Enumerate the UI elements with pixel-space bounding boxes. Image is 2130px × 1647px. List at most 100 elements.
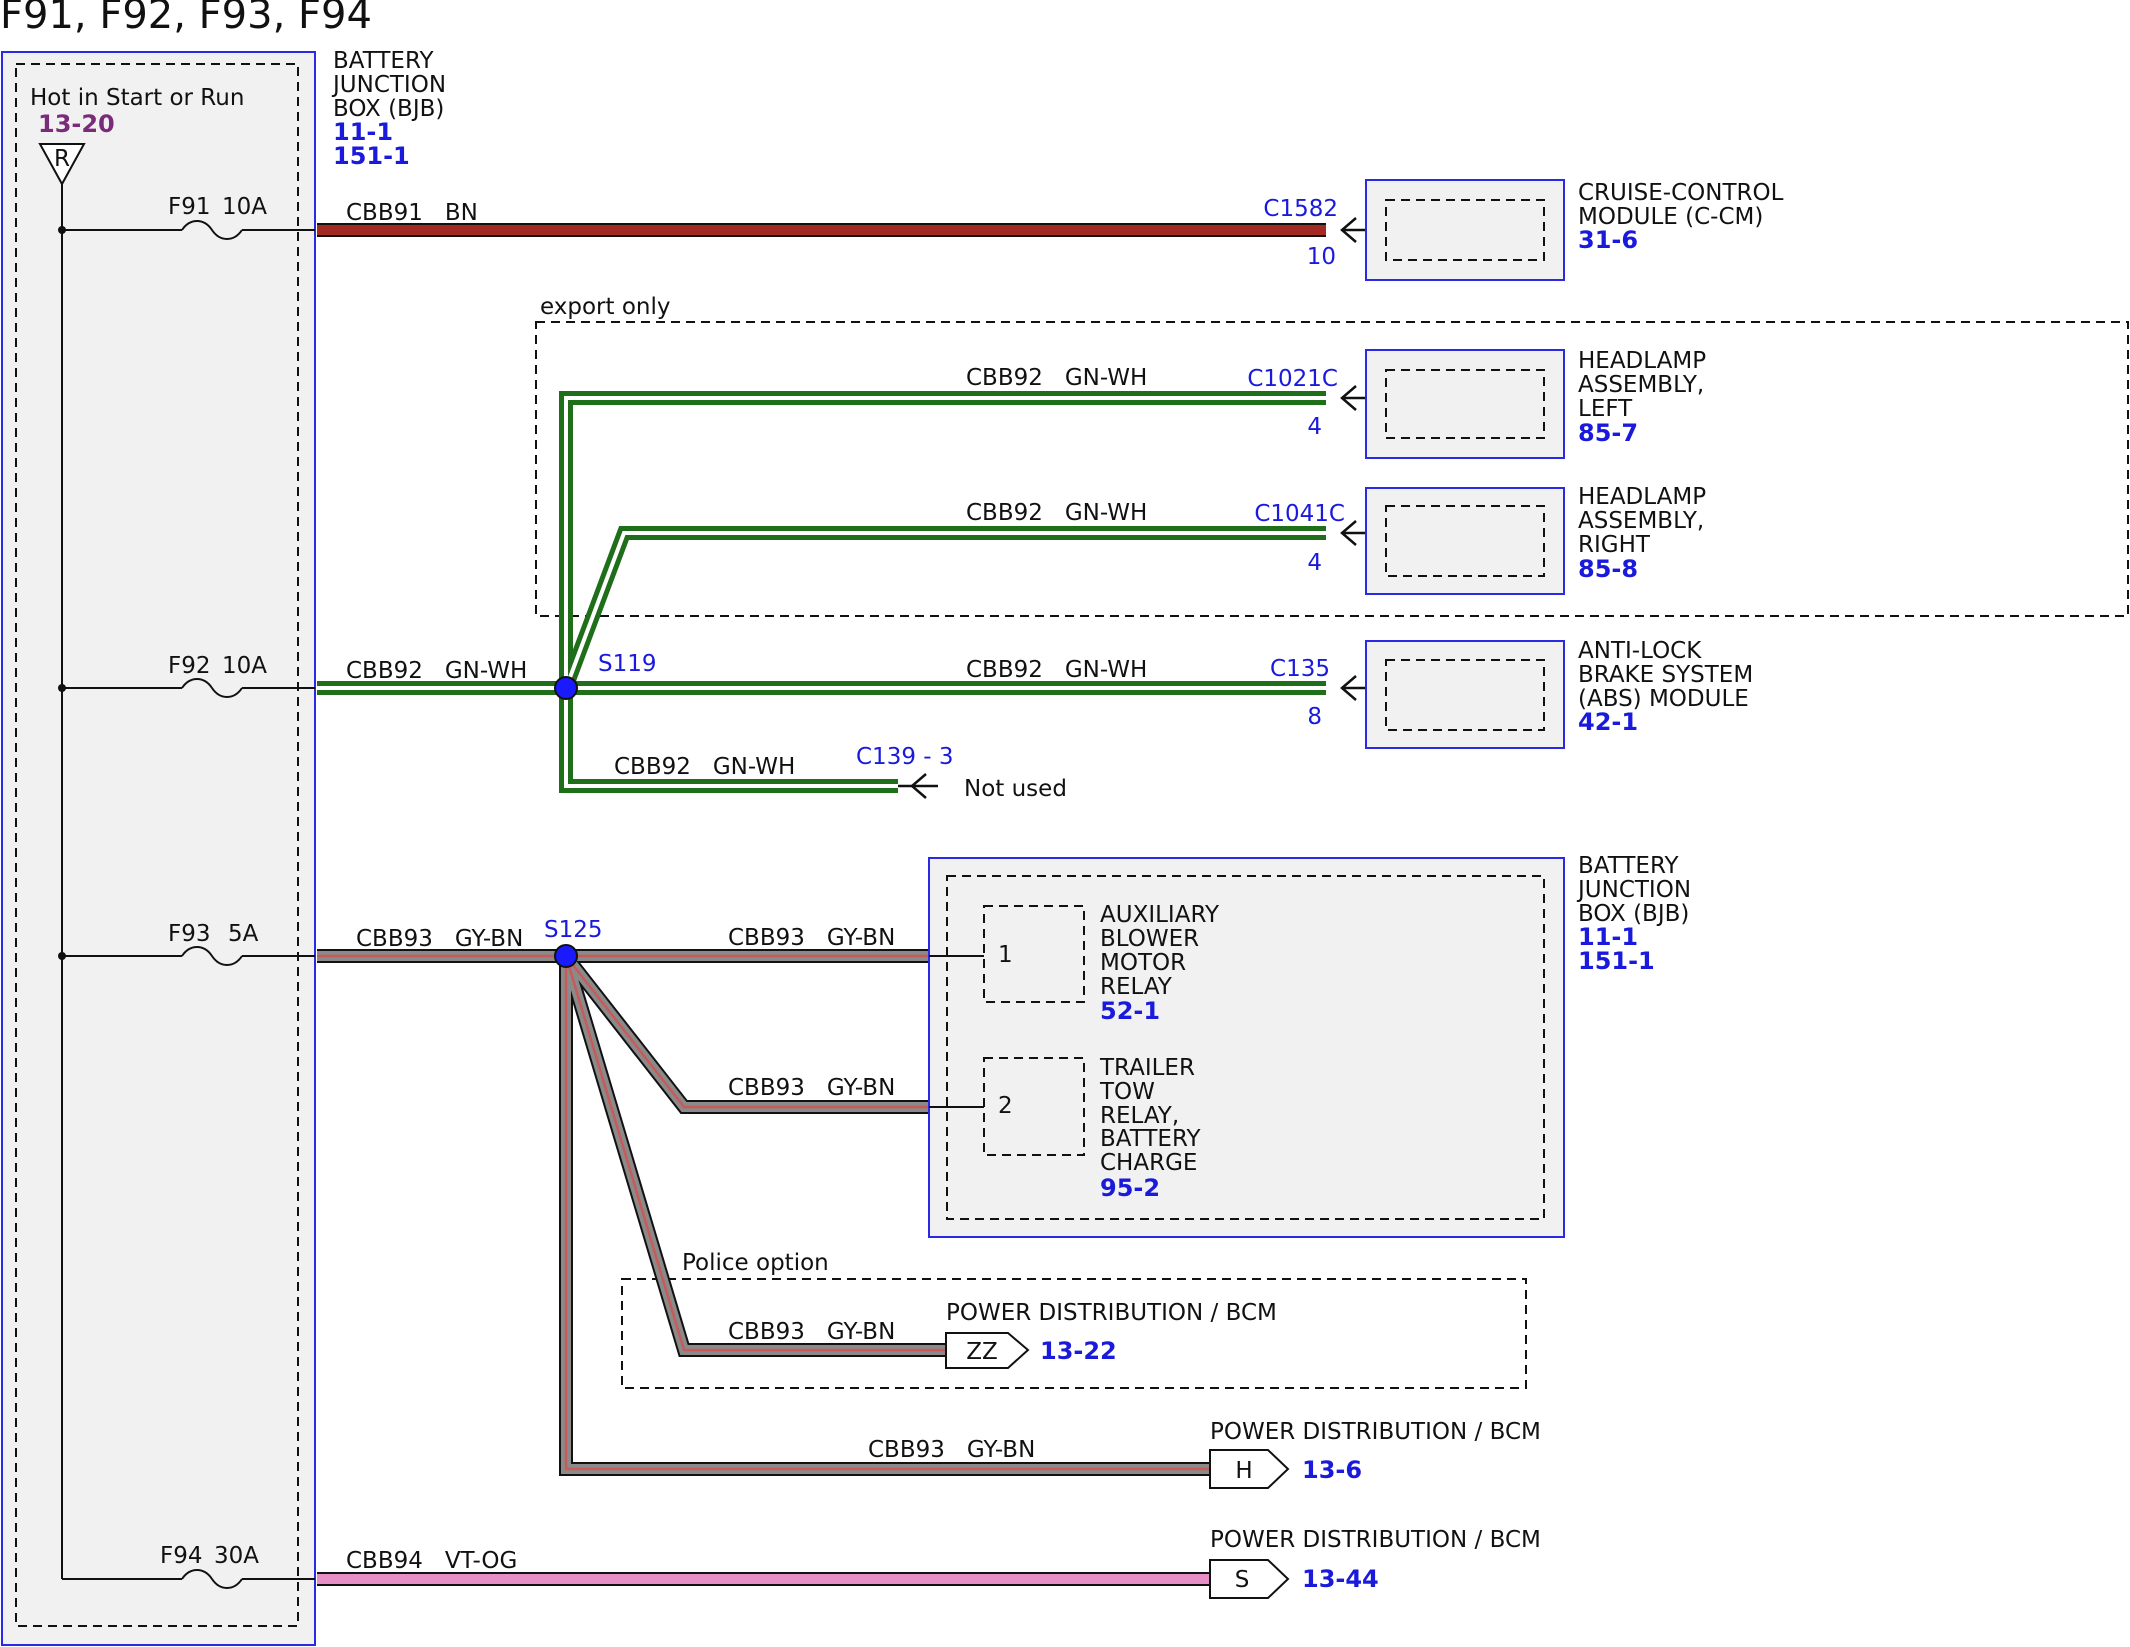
svg-text:31-6: 31-6 [1578,226,1638,254]
svg-text:(ABS) MODULE: (ABS) MODULE [1578,686,1749,712]
svg-text:F92: F92 [168,653,211,679]
svg-text:RELAY: RELAY [1100,974,1173,1000]
svg-text:HEADLAMP: HEADLAMP [1578,484,1706,510]
svg-text:C1041C: C1041C [1254,501,1345,527]
splice-s125-label: S125 [544,917,603,943]
svg-text:ZZ: ZZ [966,1339,998,1365]
svg-text:13-6: 13-6 [1302,1456,1362,1484]
svg-text:2: 2 [998,1093,1013,1119]
svg-text:TOW: TOW [1099,1079,1155,1105]
component-abs-module: C135 8 ANTI-LOCK BRAKE SYSTEM (ABS) MODU… [1270,638,1753,749]
svg-text:BRAKE SYSTEM: BRAKE SYSTEM [1578,662,1753,688]
svg-text:RIGHT: RIGHT [1578,532,1651,558]
distribution-h: H POWER DISTRIBUTION / BCM 13-6 [1209,1419,1541,1489]
svg-text:C139 - 3: C139 - 3 [856,744,954,770]
wire-cbb93-label-4: CBB93 GY-BN [728,1319,895,1345]
export-only-group [535,321,2129,617]
svg-text:MODULE (C-CM): MODULE (C-CM) [1578,204,1763,230]
svg-text:TRAILER: TRAILER [1099,1055,1195,1081]
svg-text:POWER DISTRIBUTION / BCM: POWER DISTRIBUTION / BCM [1210,1527,1541,1553]
distribution-s: S POWER DISTRIBUTION / BCM 13-44 [1209,1527,1541,1599]
wire-cbb92-label-4: CBB92 GN-WH [966,657,1147,683]
svg-text:HEADLAMP: HEADLAMP [1578,348,1706,374]
diagram-title: F91, F92, F93, F94 [0,0,372,38]
svg-text:BATTERY: BATTERY [1100,1126,1201,1152]
wire-cbb91-label: CBB91 BN [346,200,478,226]
wire-cbb92-label-3: CBB92 GN-WH [966,500,1147,526]
svg-text:POWER DISTRIBUTION / BCM: POWER DISTRIBUTION / BCM [946,1300,1277,1326]
svg-text:H: H [1235,1458,1252,1484]
hot-symbol-letter: R [54,146,70,172]
svg-text:MOTOR: MOTOR [1100,950,1186,976]
component-headlamp-right: C1041C 4 HEADLAMP ASSEMBLY, RIGHT 85-8 [1254,484,1706,595]
svg-text:4: 4 [1307,550,1322,576]
svg-text:CHARGE: CHARGE [1100,1150,1197,1176]
svg-text:AUXILIARY: AUXILIARY [1100,902,1220,928]
svg-text:BOX (BJB): BOX (BJB) [333,96,444,122]
svg-text:BOX (BJB): BOX (BJB) [1578,901,1689,927]
svg-text:ASSEMBLY,: ASSEMBLY, [1578,508,1704,534]
component-bjb-destination: BATTERY JUNCTION BOX (BJB) 11-1 151-1 1 … [928,853,1691,1238]
svg-text:BATTERY: BATTERY [333,48,434,74]
svg-text:BLOWER: BLOWER [1100,926,1199,952]
svg-text:F91: F91 [168,194,211,220]
police-option-label: Police option [682,1250,829,1276]
svg-text:CRUISE-CONTROL: CRUISE-CONTROL [1578,180,1784,206]
fuse-f92: F92 10A [58,653,315,698]
splice-s125 [554,944,578,968]
fuse-f91: F91 10A [58,194,315,240]
svg-text:42-1: 42-1 [1578,708,1638,736]
wire-cbb92-network [317,391,1326,793]
svg-text:C135: C135 [1270,656,1330,682]
svg-text:JUNCTION: JUNCTION [331,72,446,98]
relay-auxiliary-blower: 1 AUXILIARY BLOWER MOTOR RELAY 52-1 [929,902,1220,1025]
component-cruise-control: C1582 10 CRUISE-CONTROL MODULE (C-CM) 31… [1263,179,1784,281]
svg-text:1: 1 [998,942,1013,968]
svg-text:13-22: 13-22 [1040,1337,1117,1365]
svg-text:5A: 5A [228,921,259,947]
svg-text:C1021C: C1021C [1247,366,1338,392]
wire-cbb93-label-1: CBB93 GY-BN [356,926,523,952]
svg-text:10A: 10A [222,653,267,679]
wire-cbb92-label-1: CBB92 GN-WH [346,658,527,684]
wire-cbb93-label-3: CBB93 GY-BN [728,1075,895,1101]
connector-c139-not-used: C139 - 3 Not used [856,744,1067,802]
svg-text:85-8: 85-8 [1578,555,1638,583]
splice-s119 [554,676,578,700]
svg-text:11-1: 11-1 [333,118,393,146]
svg-text:C1582: C1582 [1263,196,1338,222]
component-headlamp-left: C1021C 4 HEADLAMP ASSEMBLY, LEFT 85-7 [1247,348,1706,459]
svg-text:151-1: 151-1 [1578,947,1655,975]
svg-text:10: 10 [1307,244,1336,270]
svg-text:4: 4 [1307,414,1322,440]
svg-text:RELAY,: RELAY, [1100,1103,1179,1129]
splice-s119-label: S119 [598,651,657,677]
wire-cbb93-label-5: CBB93 GY-BN [868,1437,1035,1463]
svg-text:151-1: 151-1 [333,142,410,170]
power-source-label: Hot in Start or Run [30,85,244,111]
svg-text:LEFT: LEFT [1578,396,1633,422]
wire-cbb93-label-2: CBB93 GY-BN [728,925,895,951]
source-bjb-label: BATTERY JUNCTION BOX (BJB) 11-1 151-1 [331,48,446,170]
svg-text:Not used: Not used [964,776,1067,802]
police-option-group [621,1278,1527,1389]
svg-text:S: S [1235,1567,1250,1593]
svg-text:ANTI-LOCK: ANTI-LOCK [1578,638,1702,664]
svg-text:10A: 10A [222,194,267,220]
svg-text:11-1: 11-1 [1578,923,1638,951]
svg-text:F93: F93 [168,921,211,947]
export-only-label: export only [540,294,670,320]
svg-text:95-2: 95-2 [1100,1174,1160,1202]
wire-cbb92-label-2: CBB92 GN-WH [966,365,1147,391]
svg-text:F94: F94 [160,1543,203,1569]
hot-triangle-icon: R [38,143,86,187]
relay-trailer-tow: 2 TRAILER TOW RELAY, BATTERY CHARGE 95-2 [929,1055,1201,1202]
svg-text:POWER DISTRIBUTION / BCM: POWER DISTRIBUTION / BCM [1210,1419,1541,1445]
fuse-f94: F94 30A [62,1543,315,1589]
wire-cbb92-label-5: CBB92 GN-WH [614,754,795,780]
svg-text:BATTERY: BATTERY [1578,853,1679,879]
svg-text:ASSEMBLY,: ASSEMBLY, [1578,372,1704,398]
fuse-f93: F93 5A [58,921,315,966]
svg-text:85-7: 85-7 [1578,419,1638,447]
